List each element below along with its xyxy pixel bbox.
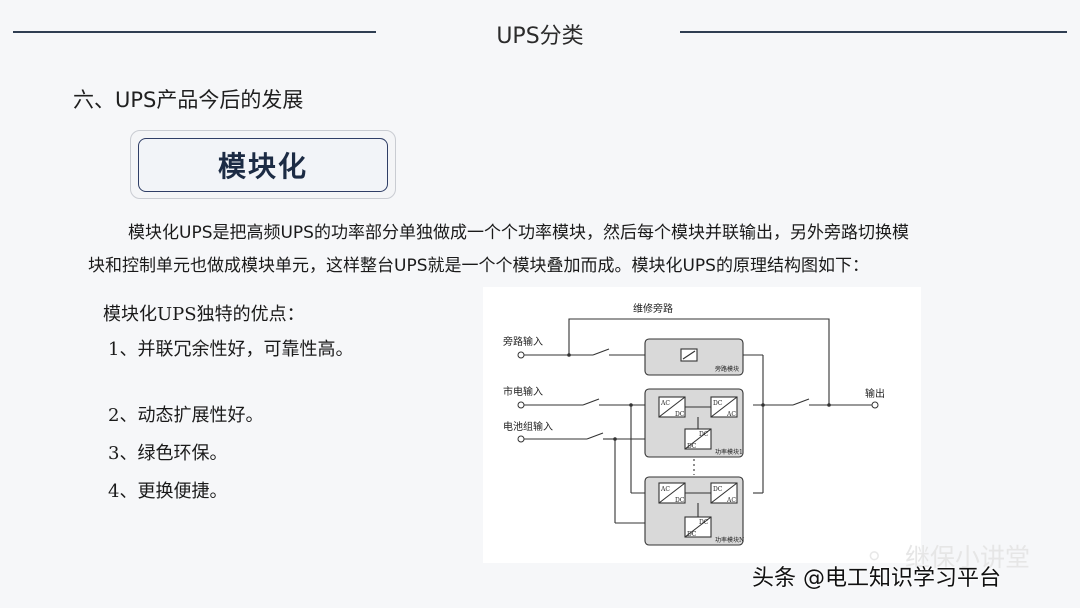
- bypass-input-terminal: [517, 351, 525, 359]
- rect1-dc: DC: [675, 411, 685, 418]
- bypass-switch: [592, 348, 610, 356]
- dcdcn-bottom: DC: [687, 531, 697, 538]
- rectn-dc: DC: [675, 497, 685, 504]
- bypass-module-label: 旁路模块: [715, 365, 739, 373]
- output-label: 输出: [865, 387, 885, 400]
- rect1-ac: AC: [660, 400, 670, 407]
- invn-dc: DC: [713, 486, 723, 493]
- power-module-1-label: 功率模块1: [715, 448, 743, 456]
- battery-input-label: 电池组输入: [503, 420, 553, 433]
- bypass-input-label: 旁路输入: [503, 335, 543, 348]
- battery-input-terminal: [517, 435, 525, 443]
- maintenance-bypass-line: [568, 318, 830, 405]
- mains-input-terminal: [517, 401, 525, 409]
- header-line-left: [13, 31, 376, 33]
- dcdc1-bottom: DC: [687, 443, 697, 450]
- invn-ac: AC: [726, 497, 736, 504]
- advantage-item: 2、动态扩展性好。: [108, 405, 264, 426]
- section-heading: 六、UPS产品今后的发展: [73, 88, 304, 112]
- dcdc1-top: DC: [699, 431, 709, 438]
- header-line-right: [680, 31, 1067, 33]
- paragraph-line-1: 模块化UPS是把高频UPS的功率部分单独做成一个个功率模块，然后每个模块并联输出…: [128, 223, 909, 243]
- advantage-item: 1、并联冗余性好，可靠性高。: [108, 339, 354, 360]
- inv1-ac: AC: [726, 411, 736, 418]
- ups-schematic: 维修旁路 旁路输入 市电输入 电池组输入 输出 旁路模块 功率模块1 功率模块N…: [503, 302, 885, 546]
- advantage-item: 4、更换便捷。: [108, 481, 228, 502]
- wechat-logo-icon: ⚪: [866, 544, 883, 568]
- paragraph-line-2: 块和控制单元也做成模块单元，这样整台UPS就是一个个模块叠加而成。模块化UPS的…: [88, 256, 869, 276]
- watermark-brand: 继保小讲堂: [905, 543, 1031, 572]
- dcdcn-top: DC: [699, 519, 709, 526]
- output-switch: [792, 398, 810, 406]
- battery-switch: [586, 432, 604, 440]
- advantages-title: 模块化UPS独特的优点：: [103, 304, 305, 325]
- modular-ups-diagram: 维修旁路 旁路输入 市电输入 电池组输入 输出 旁路模块 功率模块1 功率模块N…: [483, 287, 921, 563]
- maintenance-bypass-label: 维修旁路: [633, 302, 673, 315]
- output-terminal: [871, 401, 879, 409]
- page-title: UPS分类: [496, 24, 584, 49]
- advantage-item: 3、绿色环保。: [108, 443, 228, 464]
- rectn-ac: AC: [660, 486, 670, 493]
- watermark-source: 头条 @电工知识学习平台: [752, 566, 1001, 591]
- inv1-dc: DC: [713, 400, 723, 407]
- topic-badge: 模块化: [138, 138, 388, 192]
- mains-switch: [582, 398, 600, 406]
- power-module-n-label: 功率模块N: [715, 536, 744, 544]
- mains-input-label: 市电输入: [503, 385, 543, 398]
